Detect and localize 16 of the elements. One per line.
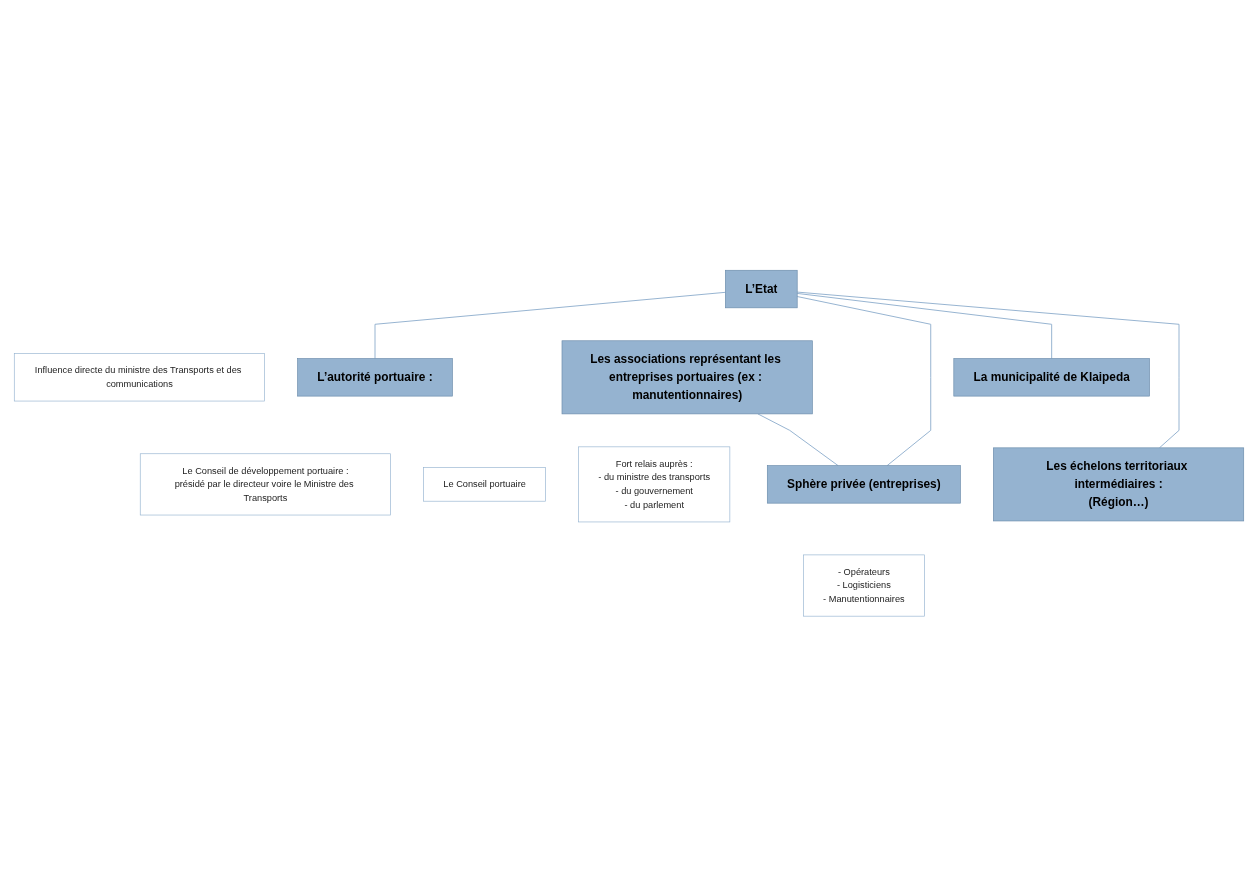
node-box: Fort relais auprès : - du ministre des transports - du gouvernement - du parlement [578, 446, 731, 523]
node-box: Les associations représentant les entreprises portuaires (ex : manutentionnaires) [561, 340, 813, 414]
node-box: Sphère privée (entreprises) [766, 465, 961, 504]
connector [796, 295, 932, 466]
node-box: L’Etat [725, 269, 798, 308]
node-box: - Opérateurs - Logisticiens - Manutentionnaires [803, 554, 925, 617]
connector [796, 291, 1180, 449]
node-box: L’autorité portuaire : [297, 358, 453, 397]
node-box: Le Conseil de développement portuaire : présidé par le directeur voire le Ministre des Transports [139, 453, 391, 516]
connector [374, 291, 726, 359]
node-box: La municipalité de Klaipeda [953, 358, 1150, 397]
connector [796, 292, 1053, 359]
node-box: Les échelons territoriaux intermédiaires : (Région…) [993, 447, 1245, 522]
connector [757, 413, 839, 466]
node-box: Influence directe du ministre des Transports et des communications [13, 353, 265, 402]
node-box: Le Conseil portuaire [423, 467, 546, 502]
